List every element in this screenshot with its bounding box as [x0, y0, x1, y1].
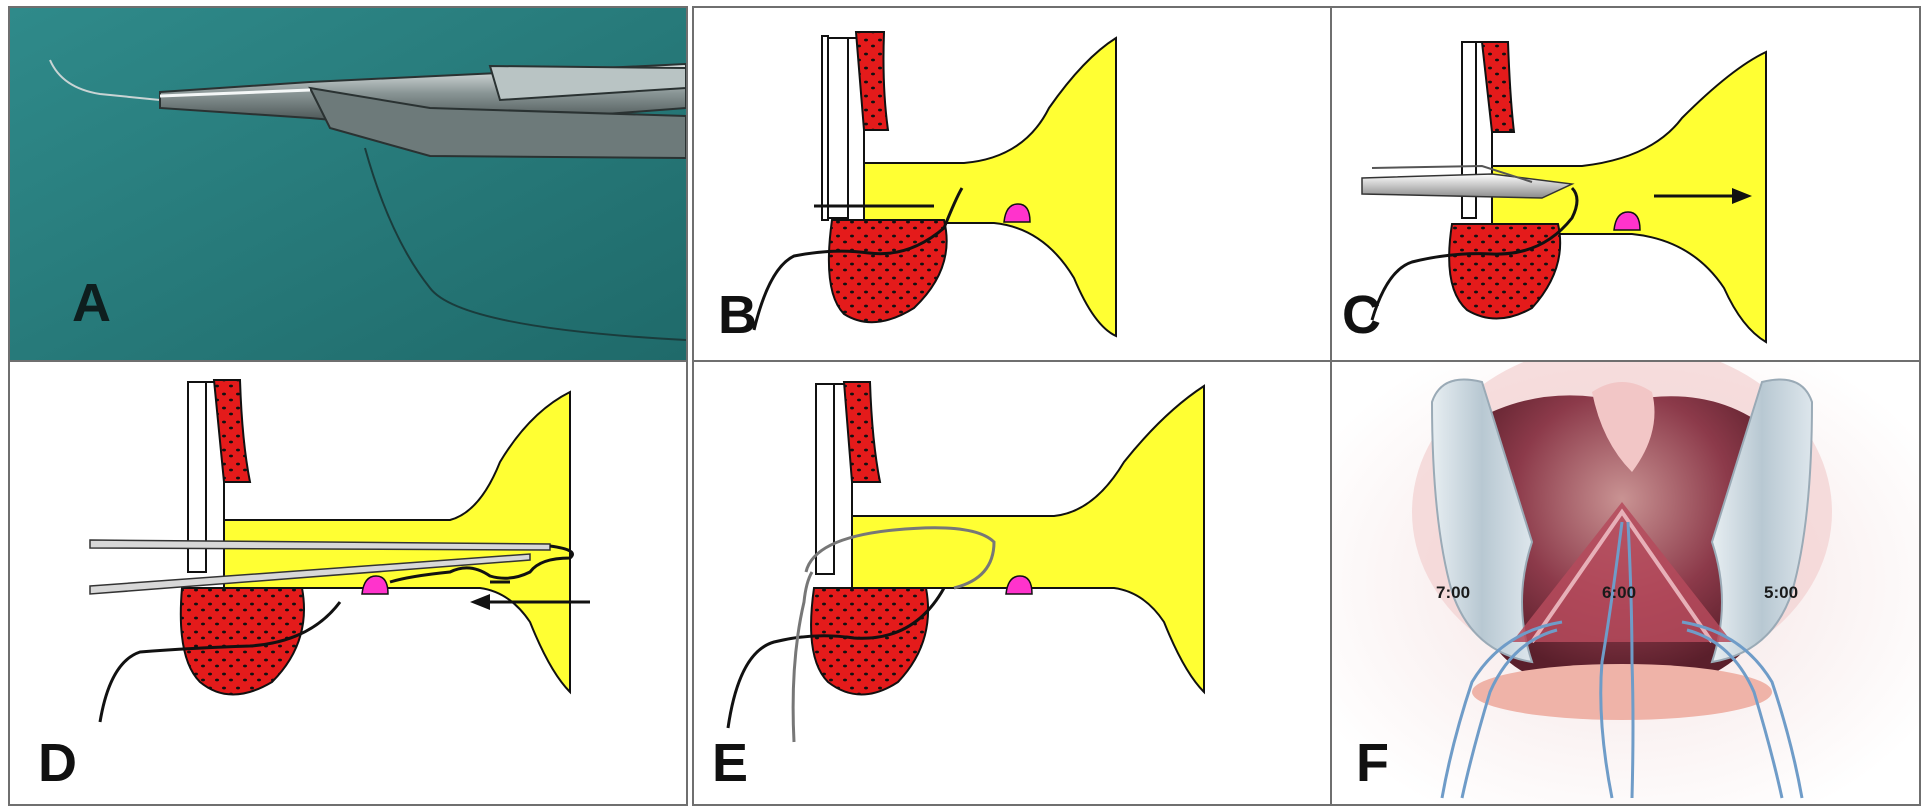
panel-e: E: [692, 360, 1336, 806]
clock-label-6: 6:00: [1602, 584, 1636, 601]
panel-a: A: [8, 6, 688, 362]
panel-c: C: [1330, 6, 1921, 362]
panel-f-label: F: [1356, 736, 1389, 790]
panel-b-label: B: [718, 288, 757, 342]
panel-a-label: A: [72, 276, 111, 330]
needle-holder-photo: [10, 8, 686, 360]
anatomy-diagram-c: [1332, 8, 1919, 360]
clock-label-5: 5:00: [1764, 584, 1798, 601]
panel-e-label: E: [712, 736, 748, 790]
panel-f: 7:00 6:00 5:00 F: [1330, 360, 1921, 806]
panel-b: B: [692, 6, 1336, 362]
anatomy-diagram-b: [694, 8, 1334, 360]
anatomy-diagram-d: [10, 362, 686, 804]
panel-d: D: [8, 360, 688, 806]
panel-c-label: C: [1342, 288, 1381, 342]
clock-label-7: 7:00: [1436, 584, 1470, 601]
panel-d-label: D: [38, 736, 77, 790]
anatomy-diagram-e: [694, 362, 1334, 804]
